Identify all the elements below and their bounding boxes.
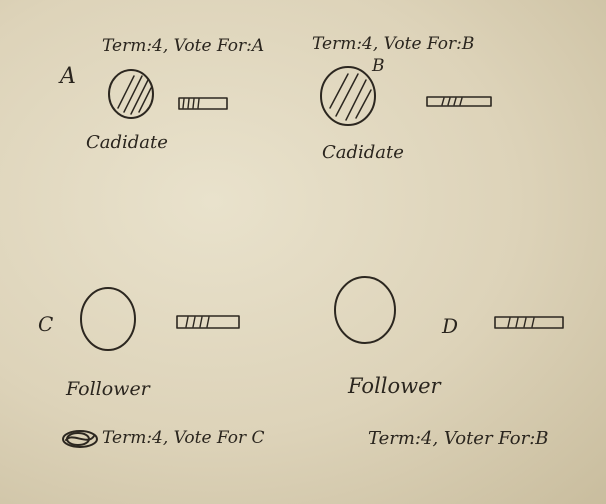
node-b-hatch xyxy=(329,73,372,121)
node-d-log-entries xyxy=(507,317,535,328)
node-b: Term:4, Vote For:B B Cadidate xyxy=(300,0,606,250)
node-d-circle xyxy=(334,276,396,344)
node-d-role: Follower xyxy=(348,374,441,398)
node-c-log-entries xyxy=(185,316,210,328)
node-c-letter: C xyxy=(38,312,54,336)
node-b-circle xyxy=(320,66,376,126)
node-b-term-note: Term:4, Vote For:B xyxy=(312,34,475,54)
node-a-hatch xyxy=(117,75,152,115)
node-c: C Follower Term:4, Vote For C xyxy=(0,250,300,504)
node-a-term-note: Term:4, Vote For:A xyxy=(102,36,265,56)
node-a: Term:4, Vote For:A A Cadidate xyxy=(0,0,300,250)
node-b-log-entries xyxy=(441,97,463,106)
node-a-letter: A xyxy=(60,64,76,89)
node-b-role: Cadidate xyxy=(322,142,404,163)
node-d-log-bar xyxy=(494,316,564,329)
node-c-log-bar xyxy=(176,315,240,329)
node-c-role: Follower xyxy=(66,378,150,400)
node-d-term-note: Term:4, Voter For:B xyxy=(368,428,549,449)
node-a-log-entries xyxy=(182,98,200,109)
node-a-role: Cadidate xyxy=(86,132,168,153)
node-a-circle xyxy=(108,69,154,119)
node-c-scribble xyxy=(62,430,98,448)
node-c-circle xyxy=(80,287,136,351)
node-a-log-bar xyxy=(178,97,228,110)
node-b-log-bar xyxy=(426,96,492,107)
node-d: D Follower Term:4, Voter For:B xyxy=(300,250,606,504)
node-d-letter: D xyxy=(442,314,459,338)
node-b-letter: B xyxy=(372,56,385,76)
node-c-term-note: Term:4, Vote For C xyxy=(102,428,265,448)
